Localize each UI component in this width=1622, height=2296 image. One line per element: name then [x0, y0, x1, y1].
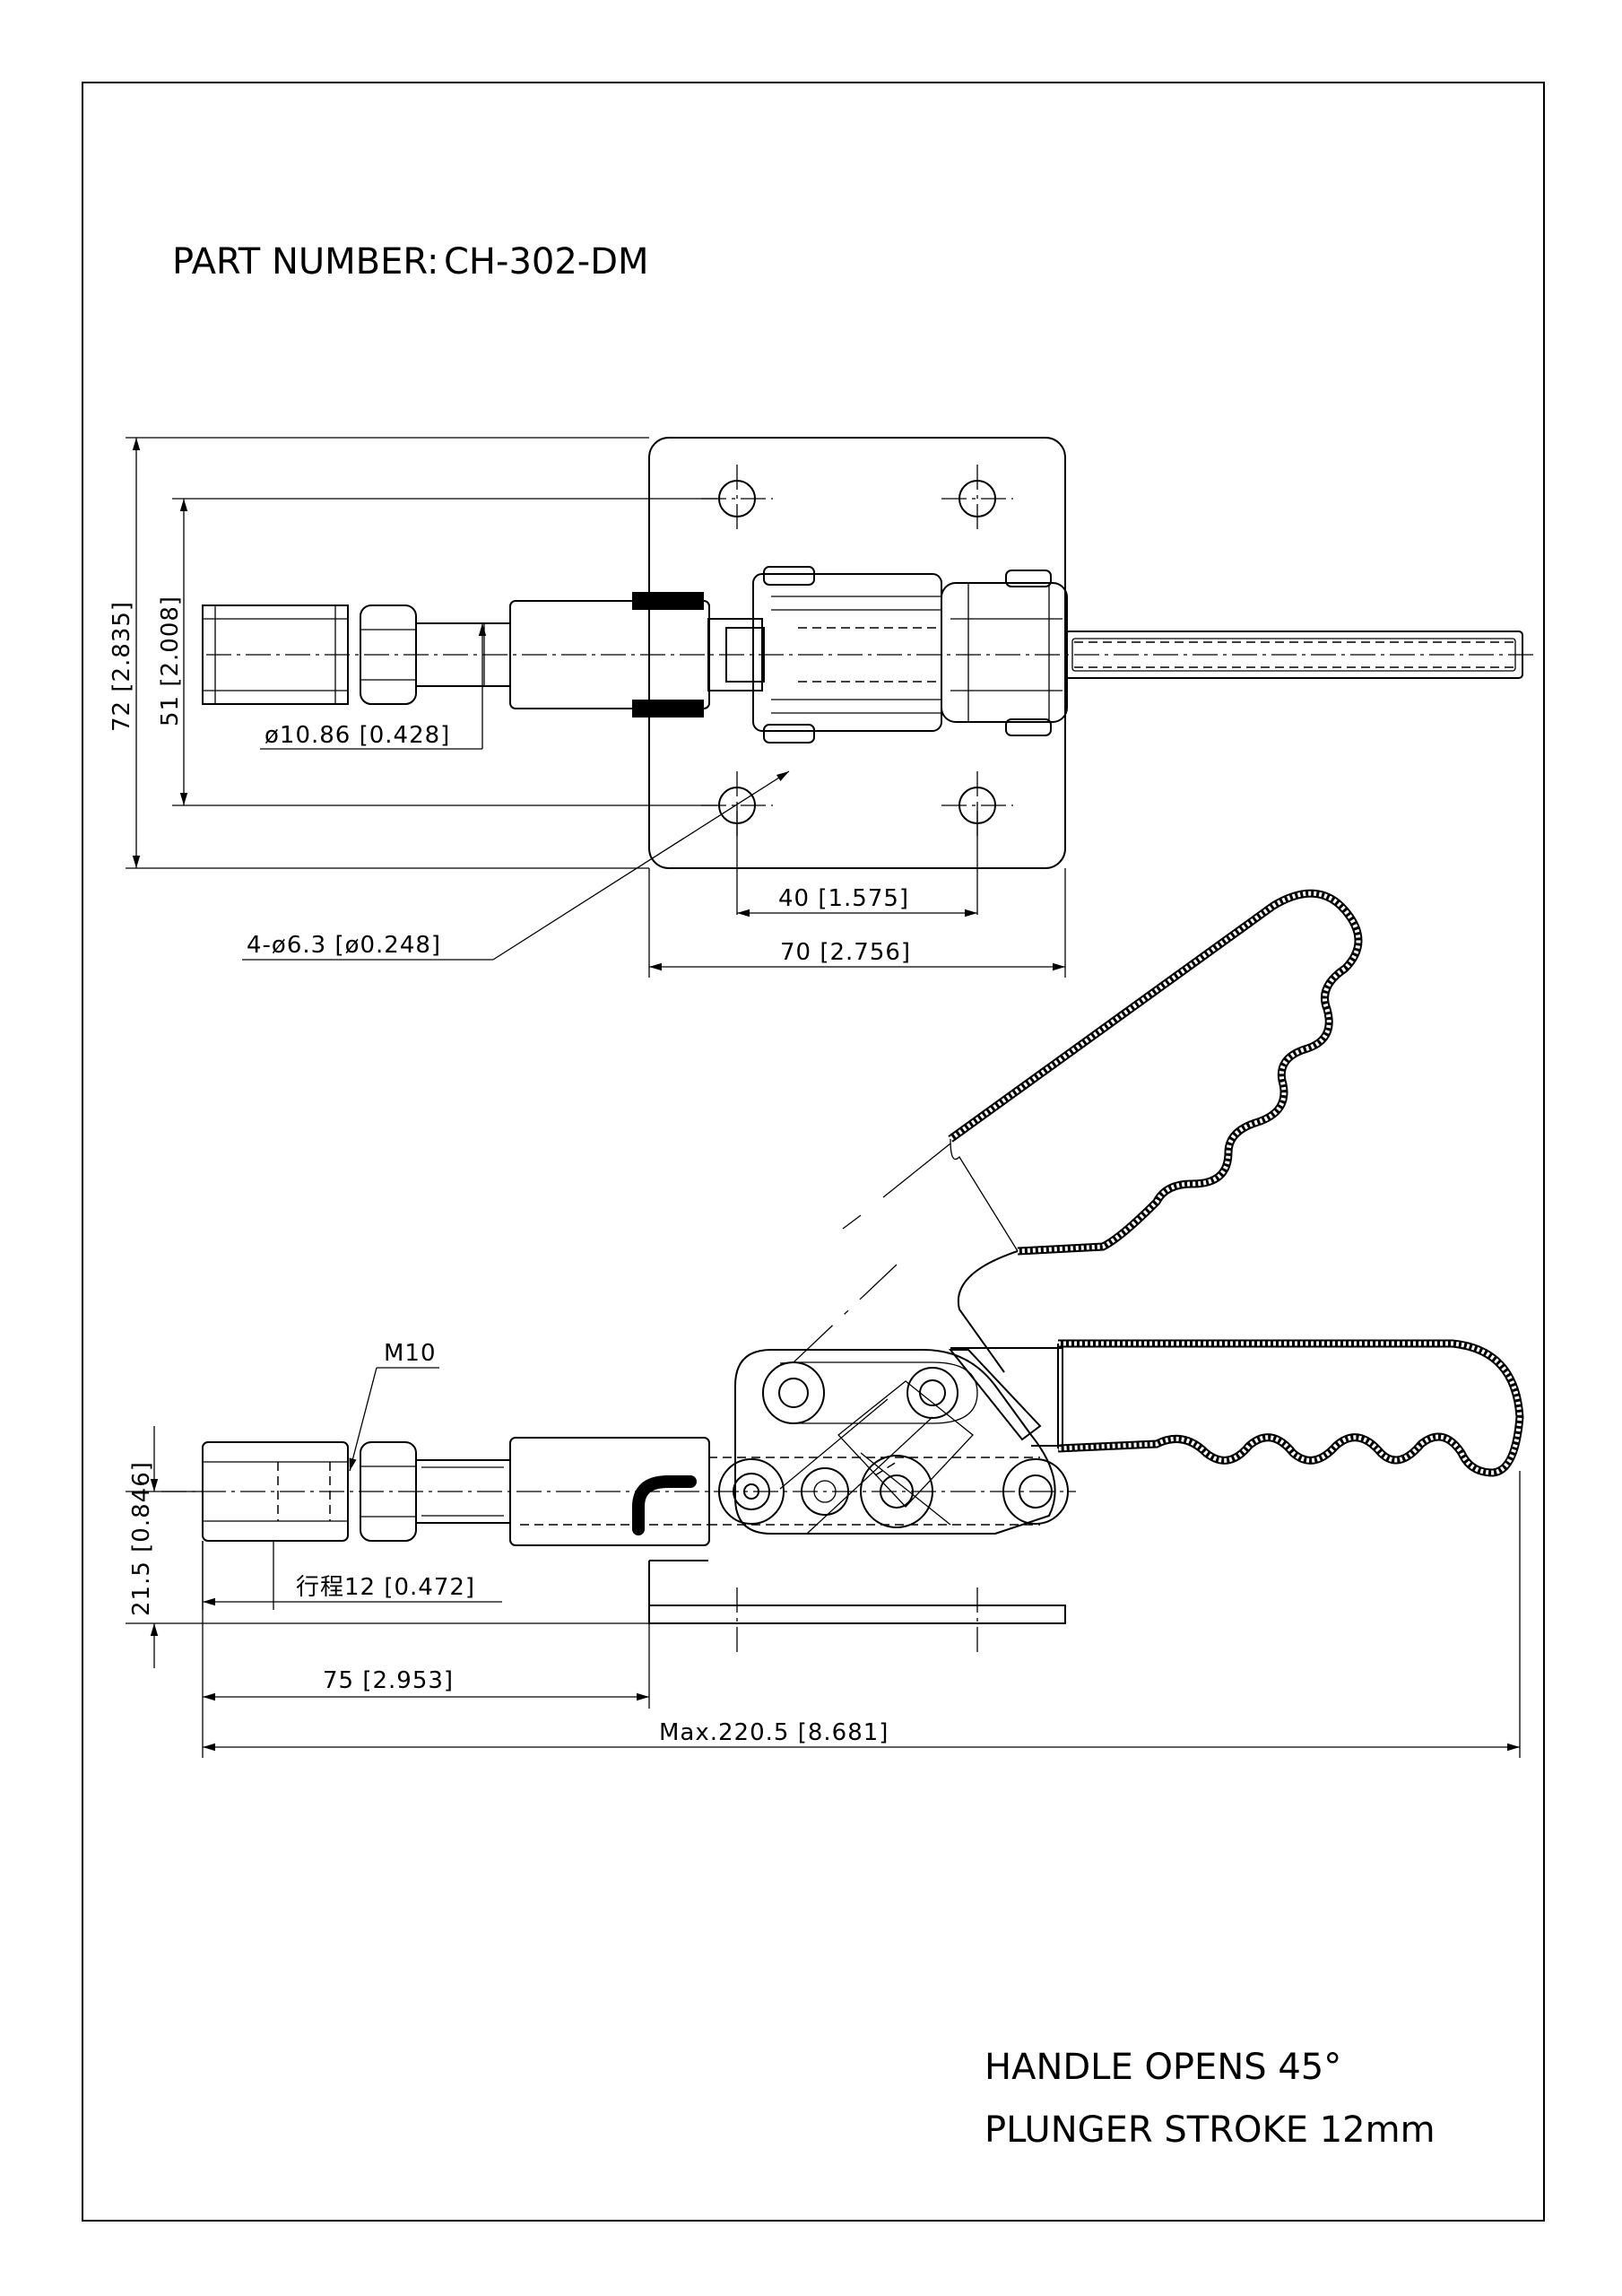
dim-base-width: 70 [2.756]: [648, 868, 1066, 978]
handle-closed: [948, 1339, 1524, 1477]
svg-text:40 [1.575]: 40 [1.575]: [778, 885, 909, 912]
handle-open-45: [779, 889, 1363, 1373]
svg-text:4-ø6.3 [ø0.248]: 4-ø6.3 [ø0.248]: [247, 932, 441, 959]
note-plunger-stroke: PLUNGER STROKE 12mm: [984, 2109, 1436, 2151]
dim-center-height: 21.5 [0.846]: [126, 1426, 649, 1668]
side-view: [161, 889, 1524, 1655]
dim-hole-spacing-vertical: 51 [2.008]: [157, 498, 717, 806]
svg-text:75 [2.953]: 75 [2.953]: [323, 1667, 454, 1694]
svg-text:Max.220.5 [8.681]: Max.220.5 [8.681]: [659, 1719, 889, 1746]
base-plate-top: [648, 437, 1066, 869]
sheet-border: [82, 82, 1545, 2222]
note-handle-opens: HANDLE OPENS 45°: [984, 2047, 1341, 2088]
dim-thread: M10: [349, 1340, 439, 1472]
svg-text:72 [2.835]: 72 [2.835]: [108, 601, 135, 732]
base-plate-side: [648, 1605, 1066, 1624]
dim-hole-callout: 4-ø6.3 [ø0.248]: [242, 770, 790, 961]
top-view: [202, 437, 1533, 869]
part-number-value: CH-302-DM: [444, 241, 649, 283]
svg-text:ø10.86 [0.428]: ø10.86 [0.428]: [265, 722, 450, 749]
dim-hole-spacing-horizontal: 40 [1.575]: [736, 805, 978, 918]
dim-plunger-reach: 75 [2.953]: [202, 1541, 650, 1758]
linkage-side: [708, 1349, 1069, 1535]
linkage-top: [707, 566, 1068, 744]
svg-text:70 [2.756]: 70 [2.756]: [780, 939, 911, 966]
part-number-label: PART NUMBER:: [172, 241, 438, 283]
svg-text:行程12 [0.472]: 行程12 [0.472]: [296, 1574, 475, 1601]
dim-plunger-diameter: ø10.86 [0.428]: [260, 623, 487, 750]
mounting-holes: [701, 465, 1013, 839]
handle-top: [1064, 631, 1523, 679]
svg-text:M10: M10: [384, 1340, 437, 1367]
svg-text:21.5 [0.846]: 21.5 [0.846]: [128, 1461, 155, 1616]
dim-overall-height: 72 [2.835]: [108, 437, 649, 869]
dim-stroke: 行程12 [0.472]: [202, 1541, 502, 1610]
dim-max-length: Max.220.5 [8.681]: [203, 1471, 1521, 1758]
svg-text:51 [2.008]: 51 [2.008]: [157, 596, 184, 726]
